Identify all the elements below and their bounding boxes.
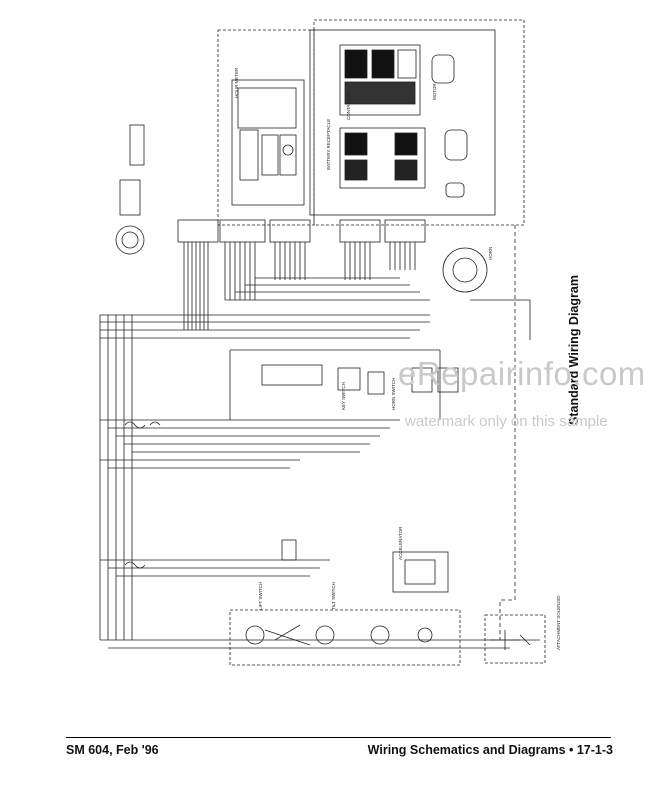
contactor-panel-frame [313,19,525,226]
diagram-title-text: Standard Wiring Diagram [567,275,581,425]
accelerator-box [392,551,449,593]
svg-text:TILT SWITCH: TILT SWITCH [331,582,336,610]
svg-text:LIFT SWITCH: LIFT SWITCH [258,582,263,610]
wiring-schematic: HOUR METER CONTACTOR MOTOR HORN KEY SWIT… [99,19,561,666]
svg-text:CONTACTOR: CONTACTOR [346,91,351,120]
attachment-solenoid-frame [484,614,546,664]
svg-text:KEY SWITCH: KEY SWITCH [341,382,346,410]
control-panel-frame [217,29,315,226]
footer-section: Wiring Schematics and Diagrams • 17-1-3 [367,743,613,757]
svg-text:HORN SWITCH: HORN SWITCH [391,378,396,410]
footer-rule [66,737,611,738]
svg-text:MOTOR: MOTOR [432,83,437,100]
footer-manual-id: SM 604, Feb '96 [66,743,159,757]
svg-text:BATTERY RECEPTACLE: BATTERY RECEPTACLE [326,119,331,170]
svg-text:HOUR METER: HOUR METER [234,67,239,98]
watermark: eRepairinfo.com [398,355,646,392]
svg-text:ATTACHMENT SOLENOID: ATTACHMENT SOLENOID [556,595,561,650]
watermark-note: watermark only on this sample [405,413,608,430]
svg-text:ACCELERATOR: ACCELERATOR [398,526,403,560]
svg-text:HORN: HORN [488,247,493,260]
